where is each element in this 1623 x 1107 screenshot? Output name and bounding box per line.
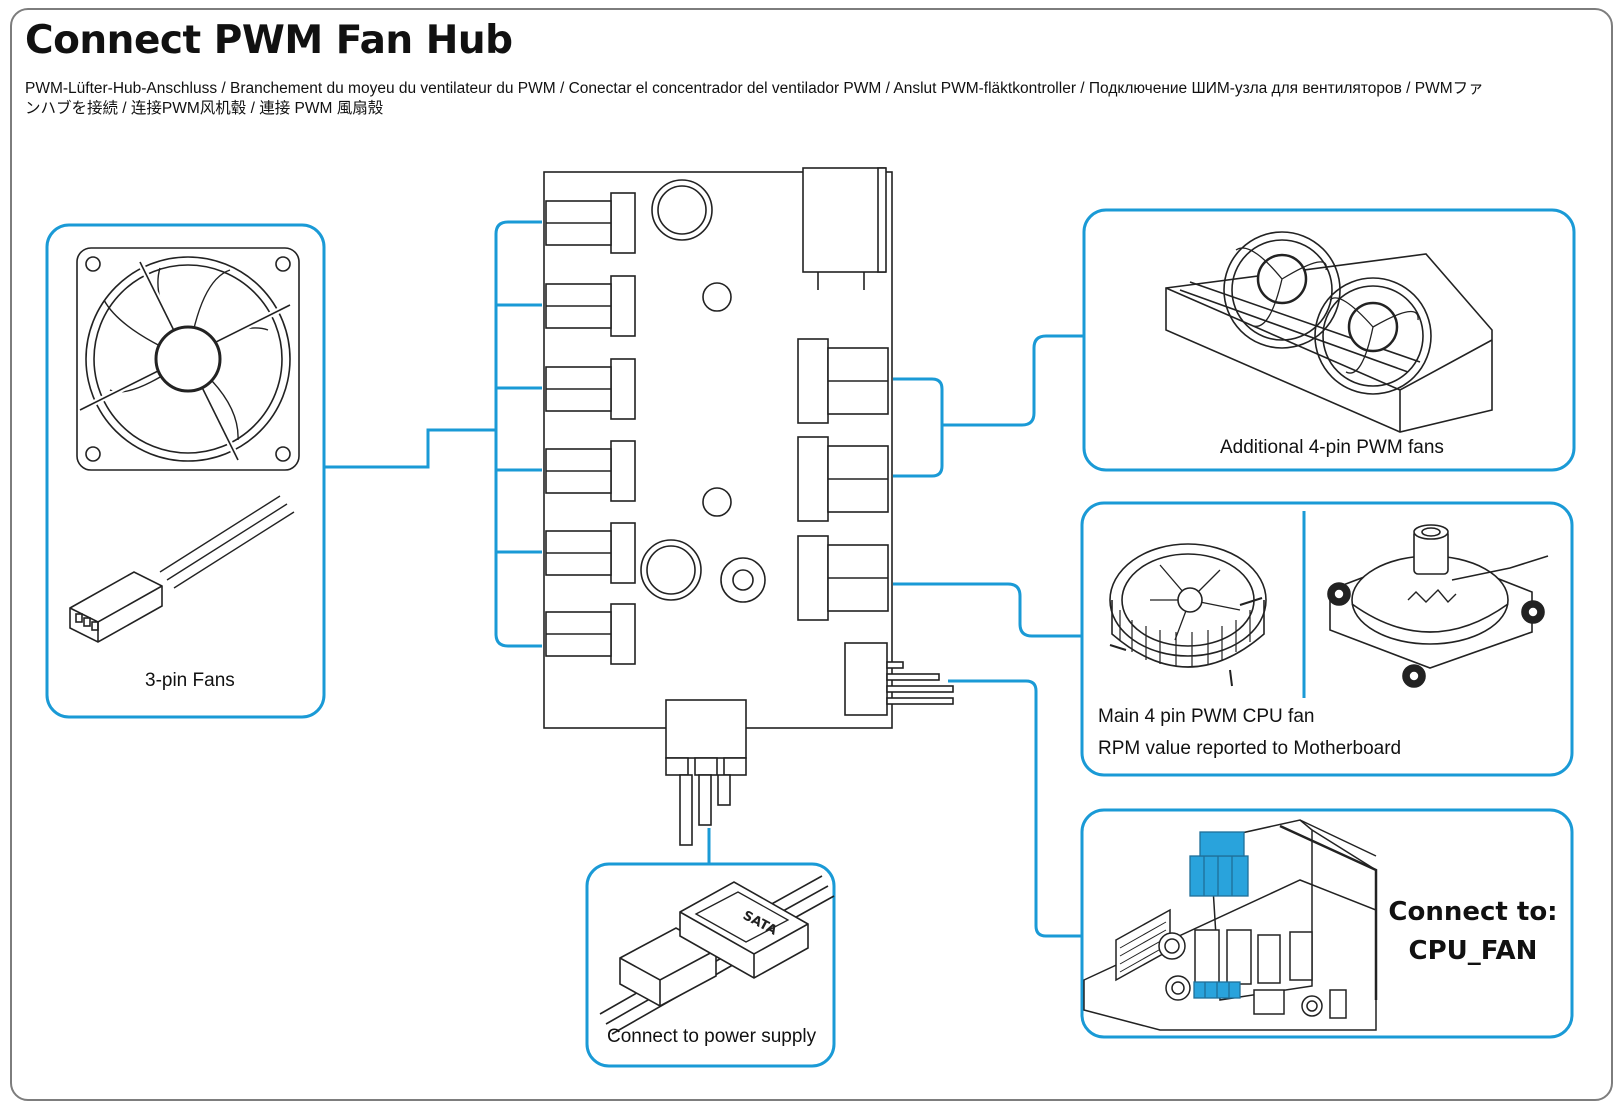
water-block-illustration — [1327, 524, 1549, 688]
hub-3pin-headers — [545, 192, 636, 665]
motherboard-label-line2: CPU_FAN — [1408, 936, 1538, 966]
connection-lines — [318, 220, 1084, 938]
pwm-fans-line — [893, 334, 1084, 478]
page-frame — [10, 8, 1613, 1101]
three-pin-bus-trunk — [494, 220, 542, 648]
multilingual-subtitle: PWM-Lüfter-Hub-Anschluss / Branchement d… — [25, 80, 1484, 117]
three-pin-fans-label: 3-pin Fans — [145, 670, 235, 691]
cpu-fan-line — [893, 582, 1082, 638]
cpu-cooler-illustration — [1109, 543, 1267, 687]
hub-4pin-headers — [797, 338, 889, 621]
three-pin-bus-line — [318, 428, 496, 469]
page-title: Connect PWM Fan Hub — [25, 18, 513, 63]
additional-pwm-fans-label: Additional 4-pin PWM fans — [1220, 437, 1444, 458]
motherboard-label-line1: Connect to: — [1388, 897, 1558, 927]
sata-connector-illustration — [599, 875, 835, 1035]
cpu-fan-header-highlight — [1189, 831, 1249, 999]
hub-board — [543, 167, 954, 846]
cpu-fan-label-line1: Main 4 pin PWM CPU fan — [1098, 706, 1315, 727]
motherboard-illustration — [1083, 819, 1378, 1031]
motherboard-line — [948, 679, 1082, 938]
three-pin-fan-illustration — [69, 247, 300, 643]
power-supply-label: Connect to power supply — [607, 1026, 817, 1047]
radiator-illustration — [1165, 231, 1493, 433]
cpu-fan-label-line2: RPM value reported to Motherboard — [1098, 738, 1402, 759]
